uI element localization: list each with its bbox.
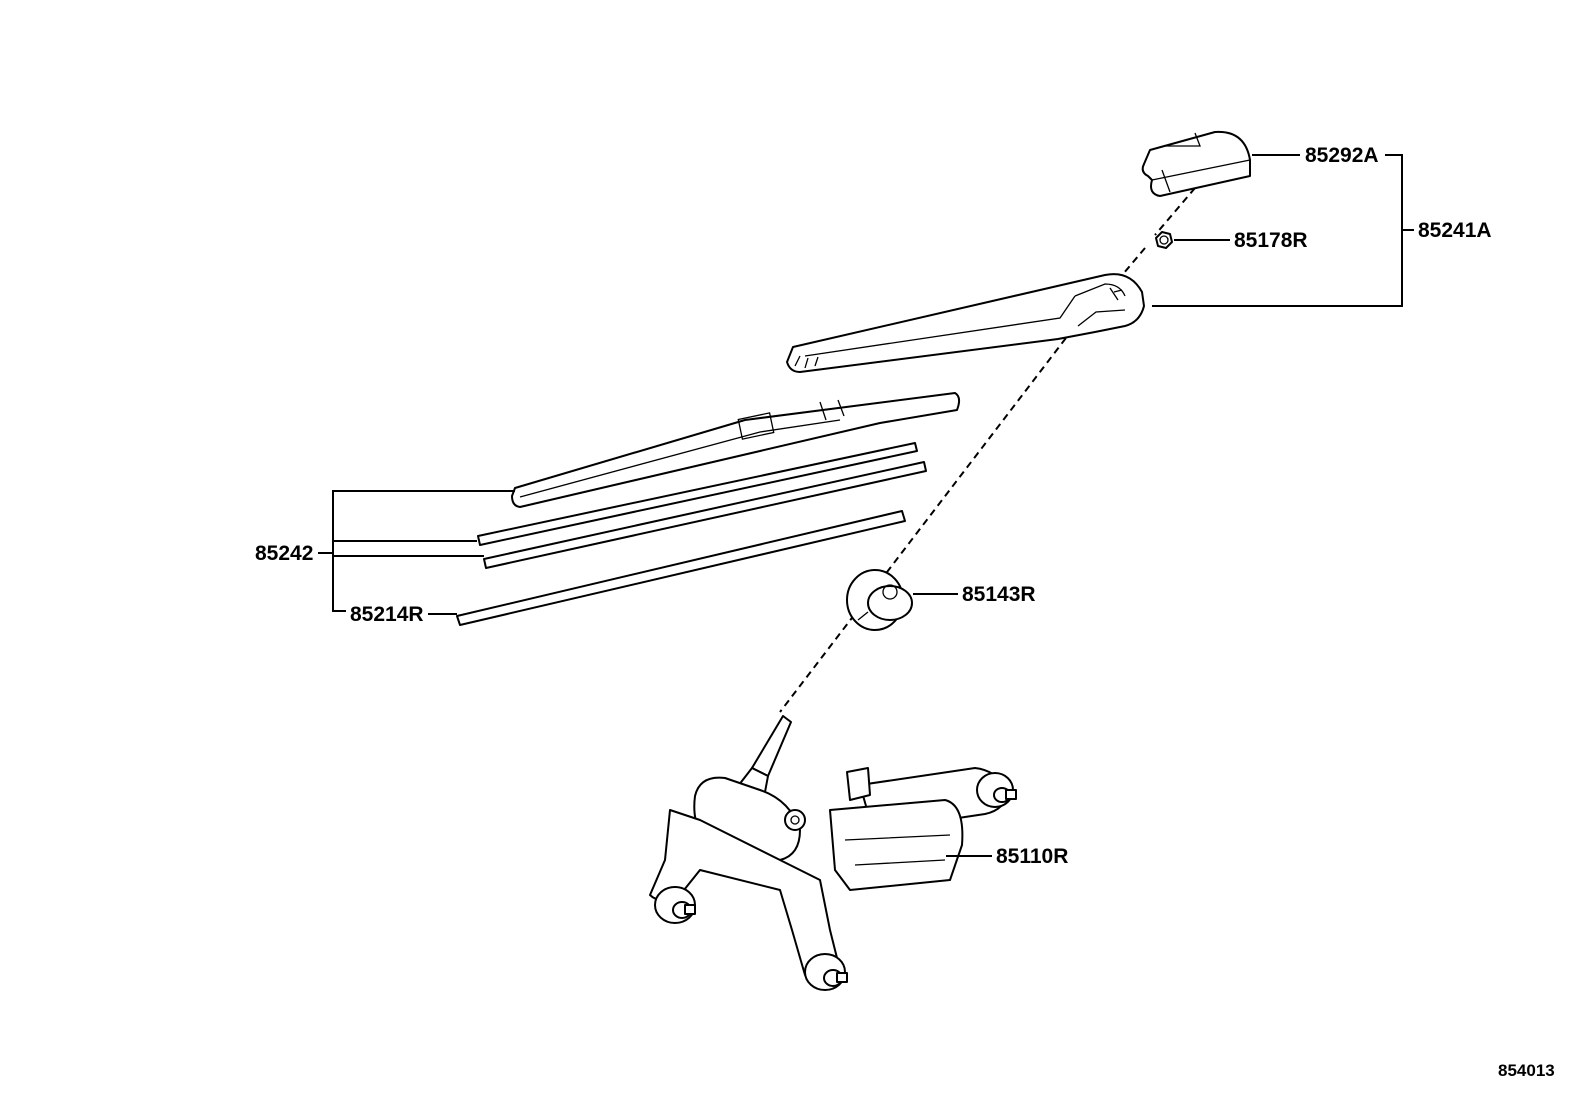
grommet-right [976,772,1017,808]
wiper-blade-85242 [511,392,961,508]
assembly-axis-line [779,187,1196,713]
blade-rubber-85214R [456,510,906,626]
label-85110R: 85110R [996,845,1069,868]
grommet-bottom [804,953,848,991]
label-85242: 85242 [255,542,314,565]
label-85178R: 85178R [1234,229,1308,252]
shaft-cap-85143R [846,569,913,631]
figure-code: 854013 [1498,1061,1555,1080]
wiper-motor-85110R [649,715,1017,991]
label-85143R: 85143R [962,583,1036,606]
blade-refill-strips [477,442,927,569]
label-85292A: 85292A [1305,144,1379,167]
label-85241A: 85241A [1418,219,1492,242]
grommet-left [654,886,696,924]
label-85214R: 85214R [350,603,424,626]
wiper-arm [786,273,1145,373]
nut-85178R [1155,231,1173,249]
leader-lines [318,154,1414,857]
pivot-cap-85292A [1141,130,1251,197]
